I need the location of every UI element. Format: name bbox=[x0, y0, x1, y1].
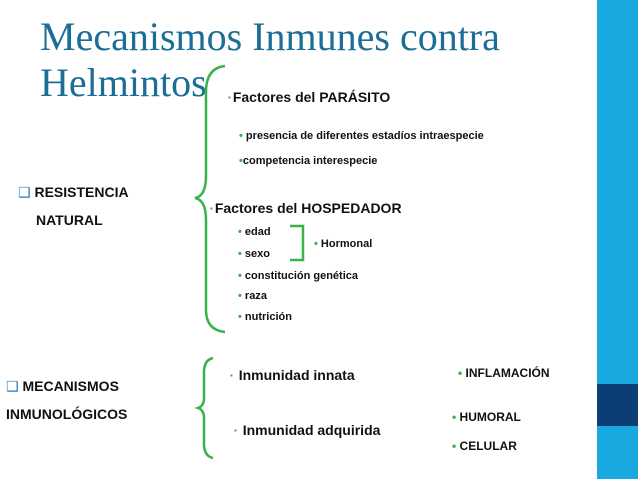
host-item-sexo: • sexo bbox=[238, 248, 270, 260]
dot-bullet-icon: • bbox=[238, 270, 242, 282]
host-item-nutricion: • nutrición bbox=[238, 311, 292, 323]
parasite-factors-heading: ▪Factores del PARÁSITO bbox=[228, 89, 391, 105]
humoral-item: • HUMORAL bbox=[452, 410, 521, 424]
resistencia-label: ❑ RESISTENCIA bbox=[18, 184, 129, 200]
dot-bullet-icon: • bbox=[452, 439, 457, 453]
side-accent-block bbox=[597, 384, 638, 426]
parasite-item-2: •competencia interespecie bbox=[239, 155, 378, 167]
lower-curly-brace bbox=[194, 356, 214, 460]
square-bullet-icon: ▪ bbox=[234, 426, 237, 435]
square-bullet-icon: ▪ bbox=[230, 371, 233, 380]
innate-immunity-heading: ▪ Inmunidad innata bbox=[230, 367, 355, 383]
dot-bullet-icon: • bbox=[458, 366, 463, 380]
side-accent-bar bbox=[597, 0, 638, 479]
mecanismos-label: ❑ MECANISMOS bbox=[6, 378, 119, 394]
inmunologicos-label: INMUNOLÓGICOS bbox=[6, 406, 128, 422]
dot-bullet-icon: • bbox=[314, 238, 318, 250]
dot-bullet-icon: • bbox=[239, 130, 243, 142]
host-item-raza: • raza bbox=[238, 290, 267, 302]
large-curly-brace bbox=[194, 64, 226, 334]
host-item-edad: • edad bbox=[238, 226, 271, 238]
natural-label: NATURAL bbox=[36, 212, 103, 228]
hormonal-bracket bbox=[290, 224, 305, 262]
slide-title: Mecanismos Inmunes contra Helmintos bbox=[40, 14, 560, 106]
square-bullet-icon: ▪ bbox=[228, 93, 231, 102]
dot-bullet-icon: • bbox=[238, 290, 242, 302]
dot-bullet-icon: • bbox=[238, 226, 242, 238]
celular-item: • CELULAR bbox=[452, 439, 517, 453]
title-line-2: Helmintos bbox=[40, 60, 207, 105]
square-bullet-icon: ▪ bbox=[210, 204, 213, 213]
dot-bullet-icon: • bbox=[238, 311, 242, 323]
dot-bullet-icon: • bbox=[238, 248, 242, 260]
hormonal-label: • Hormonal bbox=[314, 238, 373, 250]
checkbox-icon: ❑ bbox=[18, 184, 31, 200]
host-item-constitucion: • constitución genética bbox=[238, 270, 358, 282]
parasite-item-1: • presencia de diferentes estadíos intra… bbox=[239, 130, 484, 142]
inflammation-item: • INFLAMACIÓN bbox=[458, 366, 550, 380]
dot-bullet-icon: • bbox=[239, 155, 243, 167]
dot-bullet-icon: • bbox=[452, 410, 457, 424]
checkbox-icon: ❑ bbox=[6, 378, 19, 394]
host-factors-heading: ▪Factores del HOSPEDADOR bbox=[210, 200, 402, 216]
acquired-immunity-heading: ▪ Inmunidad adquirida bbox=[234, 422, 381, 438]
title-line-1: Mecanismos Inmunes contra bbox=[40, 14, 500, 59]
